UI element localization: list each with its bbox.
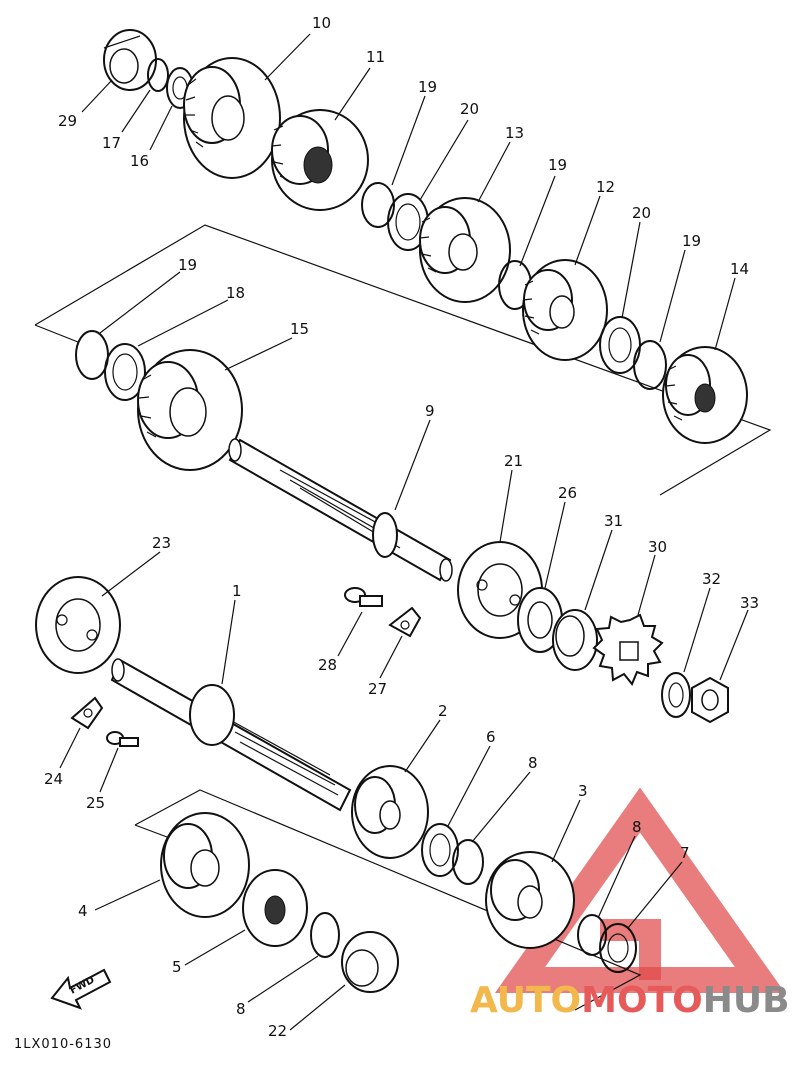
gear-5 <box>242 869 308 947</box>
circlip-19-left <box>75 330 109 380</box>
callout-25: 25 <box>86 794 105 812</box>
stopper-plate-27 <box>388 606 422 638</box>
callout-19-c: 19 <box>682 232 701 250</box>
callout-8-c: 8 <box>236 1000 246 1018</box>
callout-26: 26 <box>558 484 577 502</box>
bearing-23 <box>35 576 121 674</box>
callout-5: 5 <box>172 958 182 976</box>
circlip-19-upper-1 <box>361 182 395 228</box>
gear-2 <box>351 765 429 859</box>
spacer-26 <box>517 587 563 653</box>
axle-1 <box>110 658 352 812</box>
watermark-logo <box>494 787 786 993</box>
leader-lines <box>59 33 749 1031</box>
callout-numbers: 10 11 29 17 16 19 20 13 19 12 20 19 14 1… <box>44 14 759 1040</box>
callout-19-a: 19 <box>418 78 437 96</box>
callout-18: 18 <box>226 284 245 302</box>
callout-15: 15 <box>290 320 309 338</box>
callout-2: 2 <box>438 702 448 720</box>
washer-7 <box>599 923 637 973</box>
callout-16: 16 <box>130 152 149 170</box>
callout-10: 10 <box>312 14 331 32</box>
callout-23: 23 <box>152 534 171 552</box>
callout-11: 11 <box>366 48 385 66</box>
gear-15 <box>137 349 243 471</box>
circlip-17 <box>147 58 169 92</box>
gear-12 <box>522 259 608 361</box>
callout-7: 7 <box>680 844 690 862</box>
callout-33: 33 <box>740 594 759 612</box>
callout-20-b: 20 <box>632 204 651 222</box>
callout-12: 12 <box>596 178 615 196</box>
shaft-9 <box>228 438 453 582</box>
circlip-19-upper-3 <box>633 340 667 390</box>
callout-32: 32 <box>702 570 721 588</box>
callout-3: 3 <box>578 782 588 800</box>
gear-3 <box>485 851 575 949</box>
nut-33 <box>691 676 729 724</box>
bearing-22 <box>341 931 399 993</box>
gear-4 <box>160 812 250 918</box>
washer-6 <box>421 823 459 877</box>
gear-14 <box>662 346 748 444</box>
callout-30: 30 <box>648 538 667 556</box>
upper-group-outline <box>34 224 772 496</box>
callout-4: 4 <box>78 902 88 920</box>
gear-10 <box>183 57 281 179</box>
callout-19-b: 19 <box>548 156 567 174</box>
callout-29: 29 <box>58 112 77 130</box>
sprocket-30 <box>592 613 664 686</box>
watermark-text: AUTOMOTOHUB <box>470 980 790 1021</box>
circlip-8-right-1 <box>452 839 484 885</box>
callout-6: 6 <box>486 728 496 746</box>
gear-11 <box>271 109 369 211</box>
callout-14: 14 <box>730 260 749 278</box>
callout-28: 28 <box>318 656 337 674</box>
collar-31 <box>552 609 598 671</box>
plate-24 <box>70 696 104 730</box>
diagram-code: 1LX010-6130 <box>14 1037 112 1052</box>
callout-19-d: 19 <box>178 256 197 274</box>
watermark-moto: MOTO <box>581 980 703 1021</box>
callout-27: 27 <box>368 680 387 698</box>
callout-22: 22 <box>268 1022 287 1040</box>
callout-24: 24 <box>44 770 63 788</box>
callout-9: 9 <box>425 402 435 420</box>
forward-arrow: FWD <box>50 968 112 1010</box>
screw-25 <box>106 731 139 747</box>
circlip-8-right-2 <box>577 914 607 956</box>
watermark-auto: AUTO <box>470 980 581 1021</box>
lock-washer-32 <box>661 672 691 718</box>
callout-8-a: 8 <box>528 754 538 772</box>
circlip-8-lower <box>310 912 340 958</box>
callout-1: 1 <box>232 582 242 600</box>
callout-21: 21 <box>504 452 523 470</box>
callout-17: 17 <box>102 134 121 152</box>
callout-31: 31 <box>604 512 623 530</box>
svg-text:AUTOMOTOHUB: AUTOMOTOHUB <box>470 980 790 1021</box>
callout-20-a: 20 <box>460 100 479 118</box>
watermark-hub: HUB <box>703 980 790 1021</box>
bolt-28 <box>344 587 383 607</box>
callout-13: 13 <box>505 124 524 142</box>
callout-8-b: 8 <box>632 818 642 836</box>
gear-13 <box>419 197 511 303</box>
washer-18 <box>104 343 146 401</box>
